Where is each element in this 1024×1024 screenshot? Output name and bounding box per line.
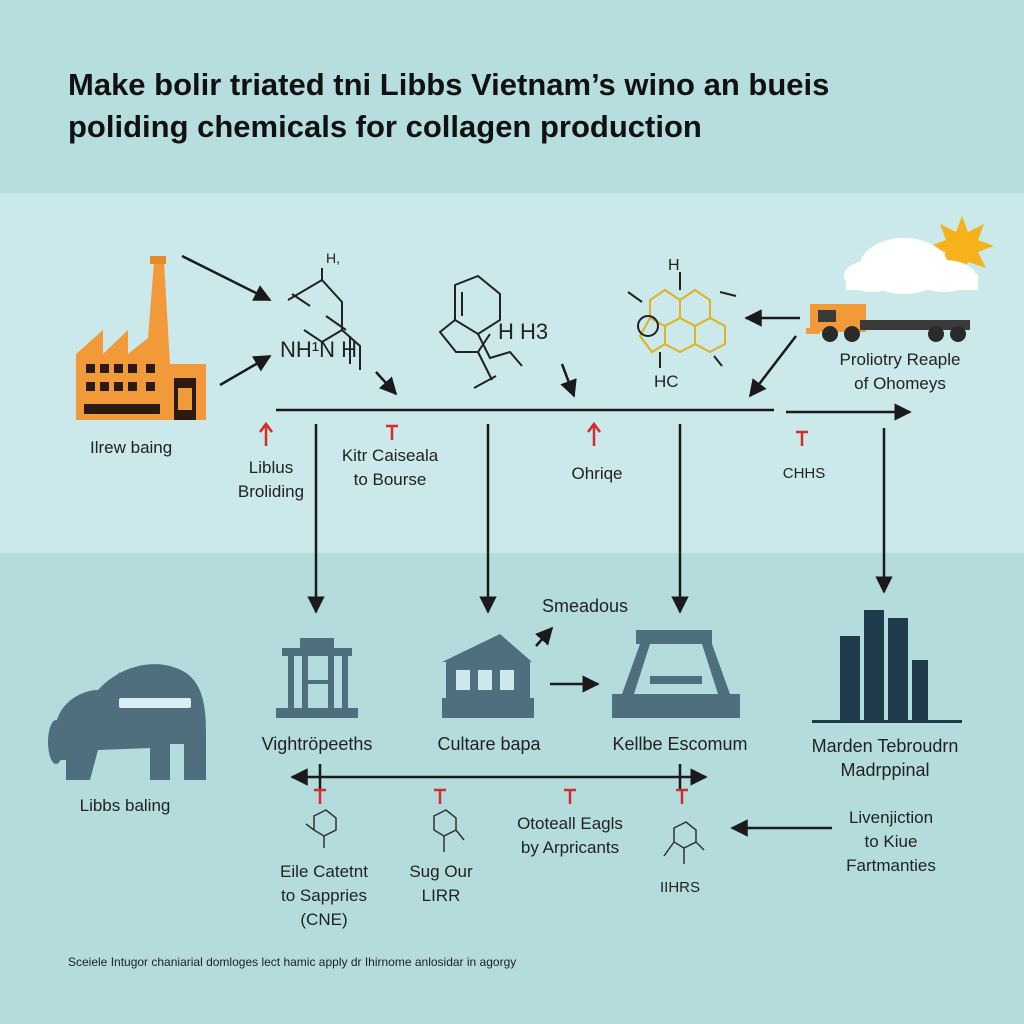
mid-label-2-line-1: Kitr Caiseala bbox=[341, 446, 439, 465]
chem-label-hh3: H H3 bbox=[498, 319, 549, 344]
title-line-2: poliding chemicals for collagen producti… bbox=[68, 109, 702, 144]
animal-band-icon bbox=[117, 696, 193, 710]
mid-label-1: Liblus Broliding bbox=[226, 456, 316, 504]
sub-label-3-line-2: by Arpricants bbox=[520, 838, 620, 857]
sub-label-2-line-2: LIRR bbox=[421, 886, 461, 905]
red-markers bbox=[259, 421, 808, 804]
truck-icon bbox=[806, 304, 970, 342]
right-label-line-1: Livenjiction bbox=[848, 808, 934, 827]
molecule-structure-3 bbox=[627, 272, 737, 368]
right-label-line-3: Fartmanties bbox=[846, 856, 936, 875]
animal-icon bbox=[48, 664, 206, 780]
right-label-line-2: to Kiue bbox=[864, 832, 918, 851]
sub-label-1: Eile Catetnt to Sappries (CNE) bbox=[264, 860, 384, 932]
bottom-label-4: Marden Tebroudrn Madrppinal bbox=[800, 734, 970, 782]
smeadous-label: Smeadous bbox=[542, 596, 629, 616]
bottom-label-4-line-1: Marden Tebroudrn bbox=[811, 736, 959, 756]
molecule-structure-2 bbox=[438, 274, 523, 389]
sub-label-4: IIHRS bbox=[659, 879, 700, 896]
bottom-label-3: Kellbe Escomum bbox=[612, 734, 748, 754]
title-band bbox=[0, 0, 1024, 193]
mid-label-1-line-2: Broliding bbox=[237, 482, 305, 501]
sub-label-3-line-1: Ototeall Eagls bbox=[517, 814, 623, 833]
animal-label: Libbs baling bbox=[79, 796, 171, 815]
products-band bbox=[0, 553, 1024, 1024]
truck-label-line-2: of Ohomeys bbox=[854, 374, 946, 393]
chem-label-h: H, bbox=[326, 250, 340, 266]
mid-label-2-line-2: to Bourse bbox=[353, 470, 427, 489]
flow-connectors bbox=[181, 254, 912, 837]
mid-label-3: Ohriqe bbox=[571, 464, 623, 483]
sub-label-1-line-3: (CNE) bbox=[300, 910, 348, 929]
pavilion-icon bbox=[276, 638, 358, 718]
bottom-label-1: Vightröpeeths bbox=[261, 734, 373, 754]
chem-label-nh: NH¹N H bbox=[280, 337, 357, 362]
molecule-structure-1 bbox=[287, 268, 361, 370]
sub-label-3: Ototeall Eagls by Arpricants bbox=[500, 812, 640, 860]
small-molecules bbox=[305, 809, 705, 864]
footer-note: Sceiele Intugor chaniarial domloges lect… bbox=[68, 955, 517, 969]
right-label: Livenjiction to Kiue Fartmanties bbox=[836, 806, 946, 878]
mid-label-1-line-1: Liblus bbox=[248, 458, 294, 477]
truck-label-line-1: Proliotry Reaple bbox=[839, 350, 961, 369]
bottom-label-4-line-2: Madrppinal bbox=[840, 760, 930, 780]
sub-label-2: Sug Our LIRR bbox=[396, 860, 486, 908]
page-title: Make bolir triated tni Libbs Vietnam’s w… bbox=[68, 64, 968, 148]
factory-label: Ilrew baing bbox=[90, 438, 173, 457]
sub-label-2-line-1: Sug Our bbox=[409, 862, 473, 881]
factory-icon bbox=[76, 256, 206, 420]
cloud-icon bbox=[844, 238, 978, 294]
machine-icon bbox=[612, 630, 740, 718]
building-windows bbox=[456, 670, 514, 690]
bar-building-icon bbox=[812, 610, 962, 723]
chem-label-h-top: H bbox=[668, 257, 680, 274]
sub-label-1-line-2: to Sappries bbox=[281, 886, 367, 905]
truck-label: Proliotry Reaple of Ohomeys bbox=[810, 348, 990, 396]
sub-label-1-line-1: Eile Catetnt bbox=[280, 862, 368, 881]
mid-label-4: CHHS bbox=[782, 465, 826, 482]
chem-label-hc: HC bbox=[654, 372, 679, 391]
bottom-label-2: Cultare bapa bbox=[437, 734, 541, 754]
title-line-1: Make bolir triated tni Libbs Vietnam’s w… bbox=[68, 67, 830, 102]
mid-label-2: Kitr Caiseala to Bourse bbox=[330, 444, 450, 492]
